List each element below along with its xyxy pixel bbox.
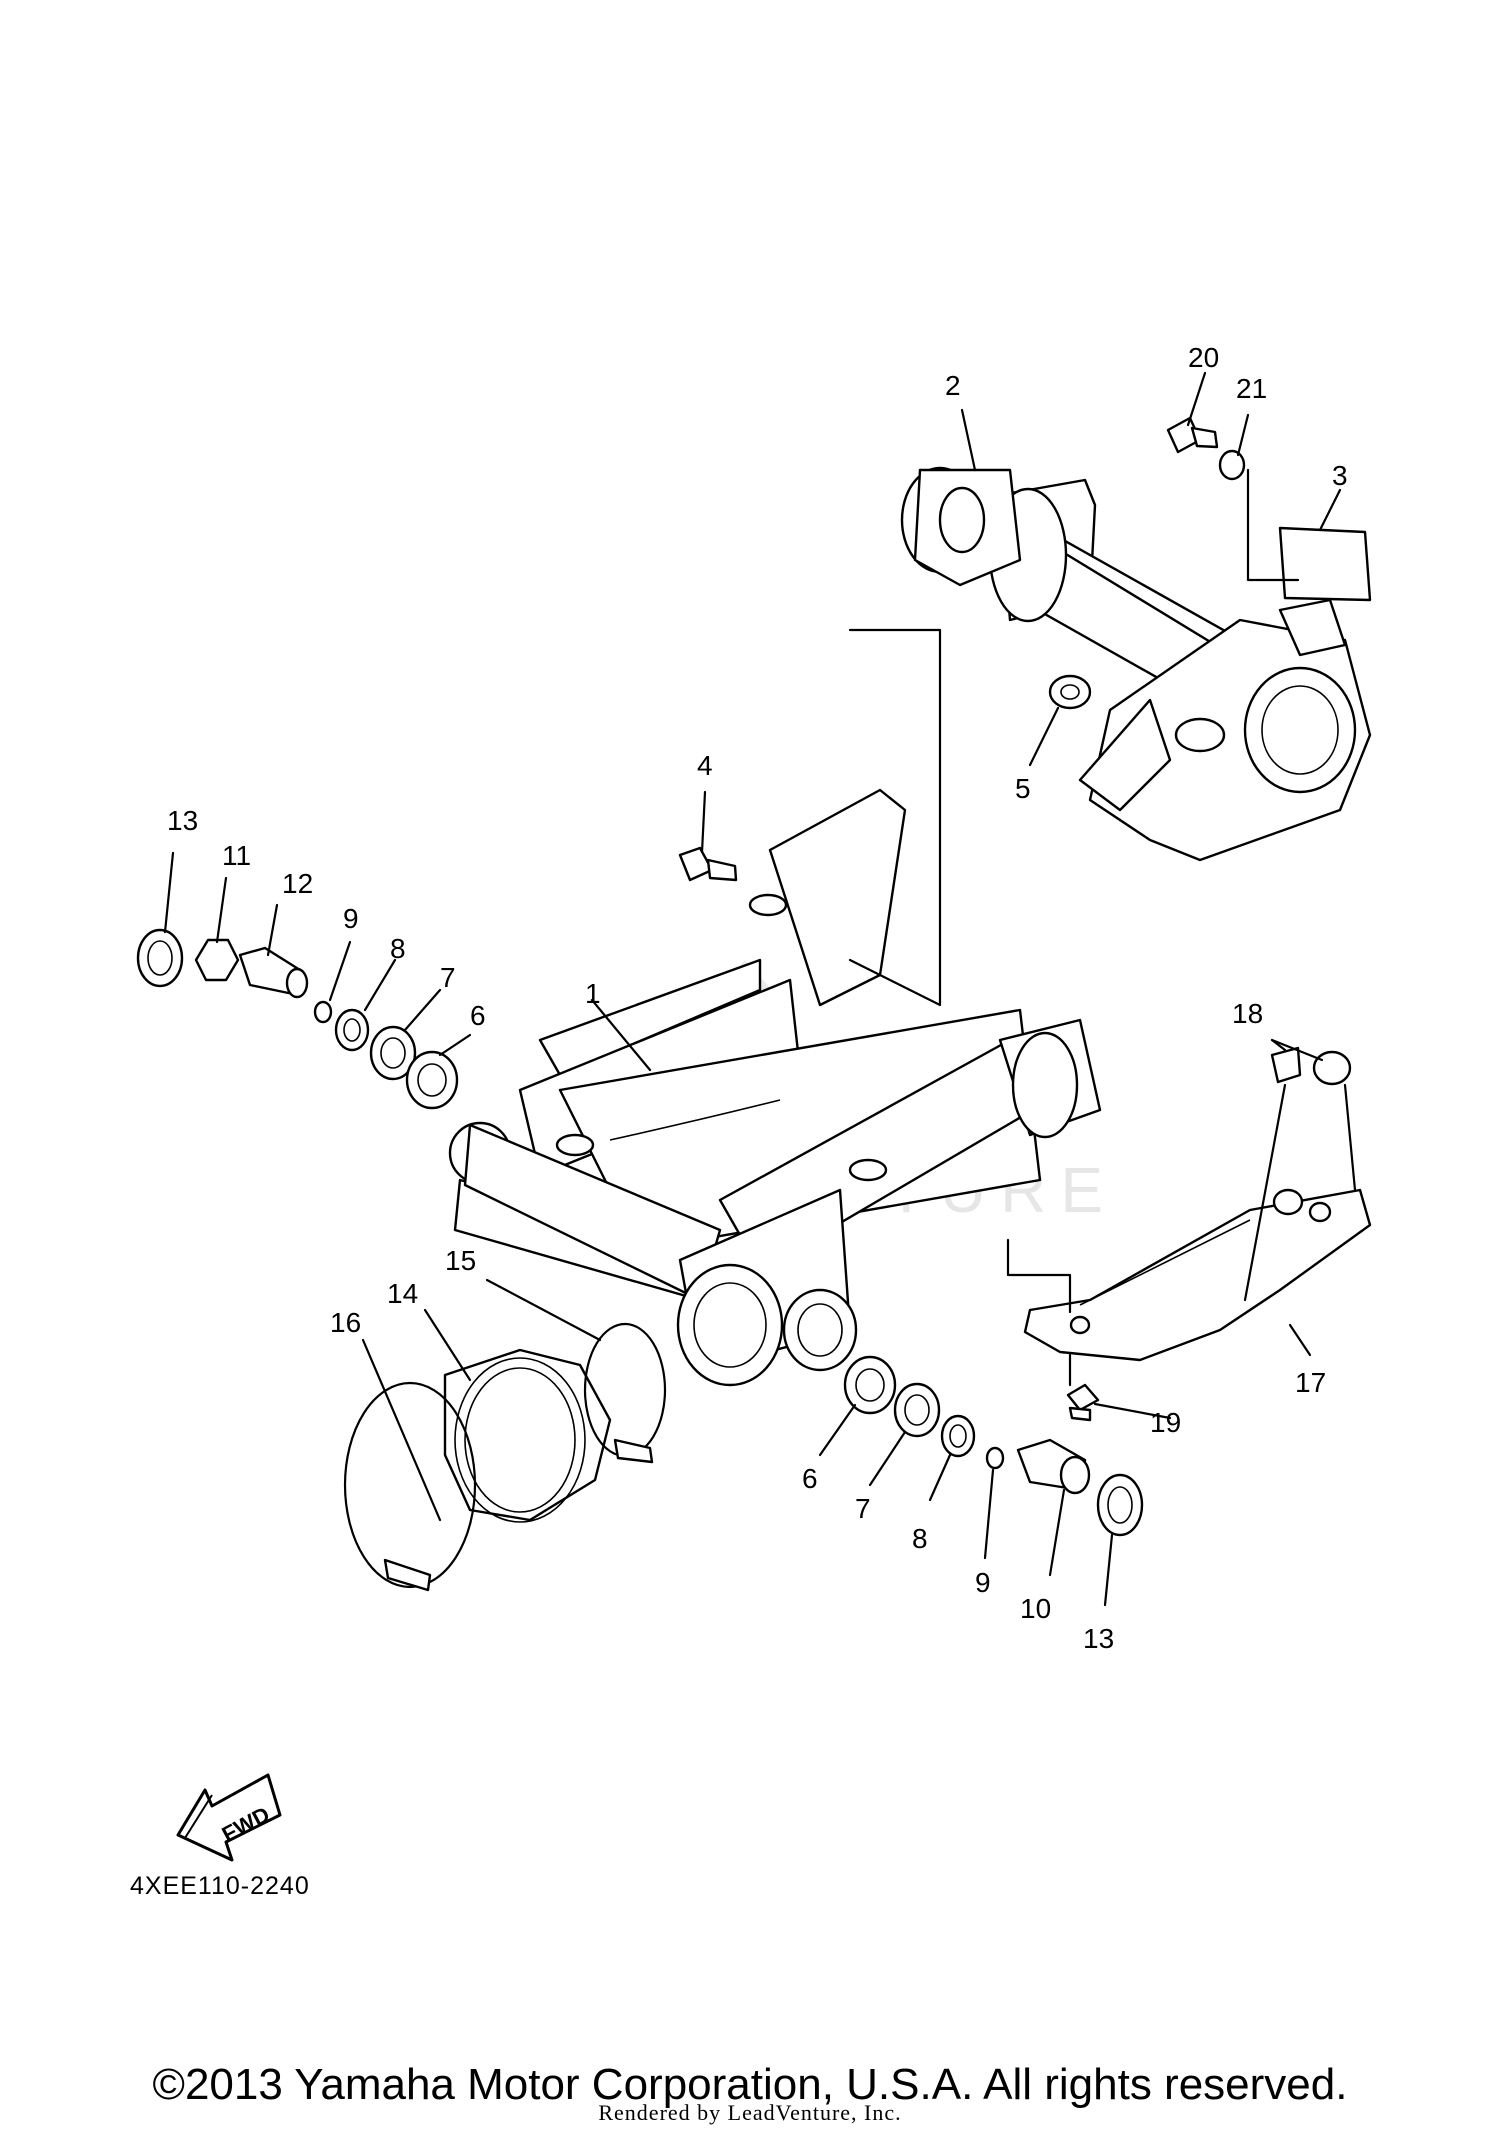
callout-9-right: 9 <box>975 1567 991 1598</box>
part-axle-housing <box>900 466 1372 862</box>
callout-20: 20 <box>1188 342 1219 373</box>
part-bolt-19 <box>1066 1383 1100 1422</box>
part-clamp-15 <box>583 1322 667 1464</box>
callout-18: 18 <box>1232 998 1263 1029</box>
part-nut-11 <box>194 938 240 982</box>
copyright-notice: ©2013 Yamaha Motor Corporation, U.S.A. A… <box>152 2060 1348 2109</box>
callout-labels: 2 20 21 3 4 5 1 13 11 12 9 8 7 6 18 15 1… <box>167 342 1348 1654</box>
callout-13-right: 13 <box>1083 1623 1114 1654</box>
callout-15: 15 <box>445 1245 476 1276</box>
part-oil-seal-7-right <box>893 1382 941 1438</box>
leader-lines <box>163 371 1357 1607</box>
callout-4: 4 <box>697 750 713 781</box>
callout-17: 17 <box>1295 1367 1326 1398</box>
callout-13-left: 13 <box>167 805 198 836</box>
part-oring-9-left <box>313 1000 333 1024</box>
part-caps-18 <box>1270 1046 1352 1086</box>
callout-6-right: 6 <box>802 1463 818 1494</box>
callout-14: 14 <box>387 1278 418 1309</box>
diagram-code: 4XEE110-2240 <box>130 1872 310 1900</box>
callout-7-left: 7 <box>440 962 456 993</box>
part-cap-13-left <box>136 928 184 988</box>
part-collar-8-right <box>940 1414 976 1458</box>
part-collar-8-left <box>334 1008 370 1052</box>
part-clamp-16 <box>343 1381 477 1592</box>
callout-6-left: 6 <box>470 1000 486 1031</box>
part-nut-5 <box>1048 674 1092 710</box>
part-swingarm <box>448 788 1102 1387</box>
callout-9-left: 9 <box>343 903 359 934</box>
part-label-plate <box>1278 526 1372 602</box>
callout-2: 2 <box>945 370 961 401</box>
callout-3: 3 <box>1332 460 1348 491</box>
callout-8-right: 8 <box>912 1523 928 1554</box>
part-oring-9-right <box>985 1446 1005 1470</box>
callout-8-left: 8 <box>390 933 406 964</box>
callout-12: 12 <box>282 868 313 899</box>
fwd-arrow-icon: FWD <box>176 1773 282 1862</box>
callout-1: 1 <box>585 978 601 1009</box>
part-pivot-shaft-10 <box>1016 1438 1091 1495</box>
callout-21: 21 <box>1236 373 1267 404</box>
callout-11: 11 <box>222 840 251 871</box>
callout-10: 10 <box>1020 1593 1051 1624</box>
callout-5: 5 <box>1015 773 1031 804</box>
callout-7-right: 7 <box>855 1493 871 1524</box>
part-bolt-20 <box>1166 416 1219 454</box>
callout-19: 19 <box>1150 1407 1181 1438</box>
part-boot-14 <box>443 1348 612 1523</box>
part-pivot-shaft-12 <box>238 946 309 999</box>
part-bearing-6-right <box>843 1355 897 1415</box>
part-cap-13-right <box>1096 1473 1144 1537</box>
part-washer-21 <box>1218 449 1246 481</box>
callout-16: 16 <box>330 1307 361 1338</box>
part-oil-seal-7-left <box>369 1025 417 1081</box>
part-bolt-4 <box>678 846 738 882</box>
rendered-by-credit: Rendered by LeadVenture, Inc. <box>598 2100 902 2125</box>
part-guard-17 <box>1023 1188 1372 1362</box>
part-bearing-6-left <box>405 1050 459 1110</box>
